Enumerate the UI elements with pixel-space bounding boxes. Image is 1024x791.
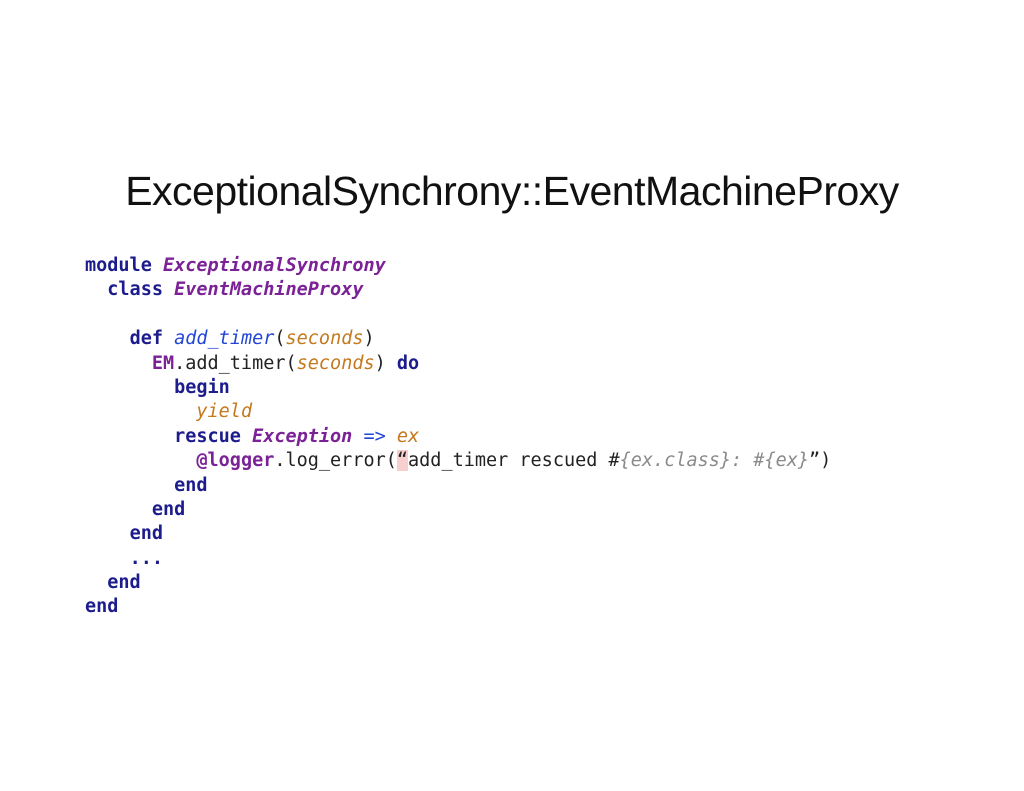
code-line-blank xyxy=(85,303,831,327)
code-close-quote: ”) xyxy=(809,450,832,472)
code-line-8: @logger.log_error(“add_timer rescued #{e… xyxy=(85,449,831,473)
code-line-14: end xyxy=(85,595,831,619)
code-interpolation: {ex.class}: #{ex} xyxy=(619,450,810,472)
code-keyword: end xyxy=(85,596,119,618)
code-paren: ) xyxy=(374,352,386,374)
code-line-7: rescue Exception => ex xyxy=(85,425,831,449)
code-argument: seconds xyxy=(285,328,364,350)
code-argument: seconds xyxy=(296,352,375,374)
code-operator: => xyxy=(363,425,386,447)
code-call: .add_timer( xyxy=(174,352,297,374)
code-module-name: ExceptionalSynchrony xyxy=(162,255,386,276)
code-paren: ( xyxy=(274,328,286,350)
code-line-1: module ExceptionalSynchrony xyxy=(85,254,831,278)
code-variable: ex xyxy=(396,425,420,447)
code-keyword: def xyxy=(129,328,163,350)
code-open-quote: “ xyxy=(396,450,409,472)
code-keyword: end xyxy=(129,523,163,545)
code-keyword: module xyxy=(85,255,152,276)
code-line-4: EM.add_timer(seconds) do xyxy=(85,352,831,376)
code-line-9: end xyxy=(85,474,831,498)
code-keyword: class xyxy=(107,279,163,301)
code-keyword: end xyxy=(107,572,141,594)
code-keyword: end xyxy=(174,474,208,496)
code-call: .log_error( xyxy=(274,450,397,472)
code-constant: EM xyxy=(151,352,175,374)
code-line-5: begin xyxy=(85,376,831,400)
code-block: module ExceptionalSynchrony class EventM… xyxy=(85,254,831,620)
code-paren: ) xyxy=(363,328,375,350)
code-line-12: ... xyxy=(85,547,831,571)
code-method-name: add_timer xyxy=(174,328,275,350)
code-exception-class: Exception xyxy=(252,425,353,447)
slide-title: ExceptionalSynchrony::EventMachineProxy xyxy=(125,168,899,214)
code-line-13: end xyxy=(85,571,831,595)
code-line-3: def add_timer(seconds) xyxy=(85,327,831,351)
code-keyword: end xyxy=(151,498,186,520)
code-yield: yield xyxy=(196,401,253,423)
code-line-10: end xyxy=(85,498,831,522)
code-ellipsis: ... xyxy=(129,547,163,569)
code-keyword: do xyxy=(396,352,420,374)
code-line-6: yield xyxy=(85,400,831,424)
code-keyword: rescue xyxy=(174,425,241,447)
code-class-name: EventMachineProxy xyxy=(174,279,364,301)
code-string: add_timer rescued # xyxy=(408,450,620,472)
code-instance-variable: @logger xyxy=(196,450,275,472)
code-line-2: class EventMachineProxy xyxy=(85,278,831,302)
code-line-11: end xyxy=(85,522,831,546)
code-keyword: begin xyxy=(174,376,230,398)
